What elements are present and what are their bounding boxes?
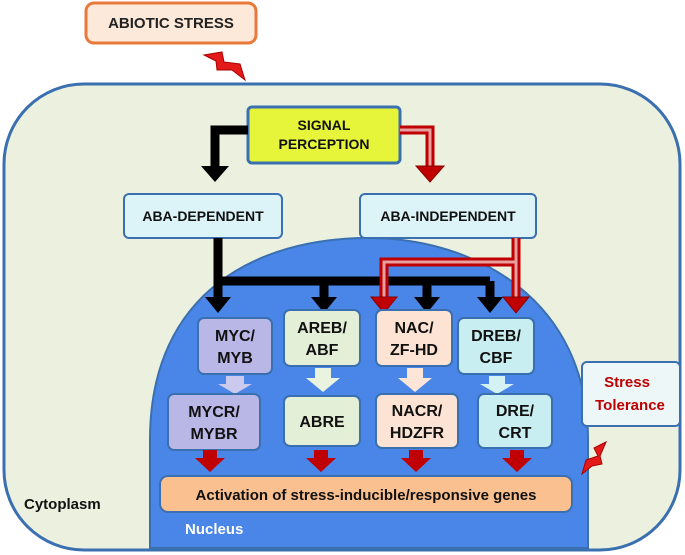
dreb-cbf-line1: DREB/ <box>471 328 521 345</box>
light-arrow-nac <box>398 368 432 392</box>
dreb-cbf-line2: CBF <box>480 350 513 367</box>
myc-myb-box <box>197 317 273 375</box>
areb-abf-line1: AREB/ <box>297 320 347 337</box>
arrow-signal-to-aba-dependent <box>210 125 248 168</box>
red-arrow-abre <box>306 450 336 472</box>
nacr-hdzfr-box <box>375 393 459 449</box>
lightning-bolt-lower-icon <box>581 440 607 476</box>
aba-dependent-label: ABA-DEPENDENT <box>142 208 264 224</box>
arrowhead-aba-independent <box>414 165 446 183</box>
abre-box <box>283 395 361 447</box>
dre-crt-line1: DRE/ <box>496 403 535 420</box>
arrowhead-aba-dependent <box>201 166 229 182</box>
arrowhead-to-dreb-red <box>501 296 531 314</box>
red-arrow-dre <box>502 450 532 472</box>
cytoplasm-label: Cytoplasm <box>24 496 101 513</box>
nac-zfhd-line2: ZF-HD <box>390 342 438 359</box>
signal-perception-box <box>246 105 402 165</box>
nacr-hdzfr-line2: HDZFR <box>390 425 445 442</box>
activation-label: Activation of stress-inducible/responsiv… <box>196 487 537 504</box>
signal-perception-line2: PERCEPTION <box>278 136 369 152</box>
activation-box <box>159 475 573 513</box>
aba-independent-label: ABA-INDEPENDENT <box>380 208 516 224</box>
abiotic-stress-box <box>84 1 258 45</box>
nacr-hdzfr-line1: NACR/ <box>392 403 443 420</box>
red-arrow-mycr <box>195 450 225 472</box>
myc-myb-line1: MYC/ <box>215 328 256 345</box>
arrowhead-to-nac-black <box>414 297 440 313</box>
dreb-cbf-box <box>457 317 535 375</box>
abre-label: ABRE <box>299 414 345 431</box>
light-arrow-myc <box>218 376 252 394</box>
nucleus-label: Nucleus <box>185 521 243 538</box>
red-arrow-nacr <box>401 450 431 472</box>
aba-independent-box <box>359 193 537 239</box>
aba-dependent-box <box>123 193 283 239</box>
arrowhead-to-nac-red <box>369 296 399 314</box>
abiotic-stress-label: ABIOTIC STRESS <box>108 15 234 32</box>
signal-perception-line1: SIGNAL <box>298 117 351 133</box>
mycr-mybr-line2: MYBR <box>190 426 238 443</box>
nac-zfhd-box <box>375 309 453 367</box>
lightning-bolt-icon <box>202 51 246 82</box>
light-arrow-areb <box>306 368 340 392</box>
myc-myb-line2: MYB <box>217 350 253 367</box>
arrowhead-to-dreb-black <box>477 297 503 313</box>
nac-zfhd-line1: NAC/ <box>394 320 434 337</box>
areb-abf-line2: ABF <box>306 342 339 359</box>
light-arrow-dreb <box>480 376 514 394</box>
black-connector-tree <box>213 238 495 300</box>
dre-crt-box <box>477 393 553 449</box>
stress-tolerance-line2: Tolerance <box>595 397 665 414</box>
arrowhead-to-areb <box>311 297 337 313</box>
mycr-mybr-line1: MYCR/ <box>188 404 240 421</box>
areb-abf-box <box>283 309 361 367</box>
stress-tolerance-box <box>581 361 681 427</box>
dre-crt-line2: CRT <box>499 425 532 442</box>
stress-tolerance-line1: Stress <box>604 374 650 391</box>
arrowhead-to-myc <box>205 297 231 313</box>
